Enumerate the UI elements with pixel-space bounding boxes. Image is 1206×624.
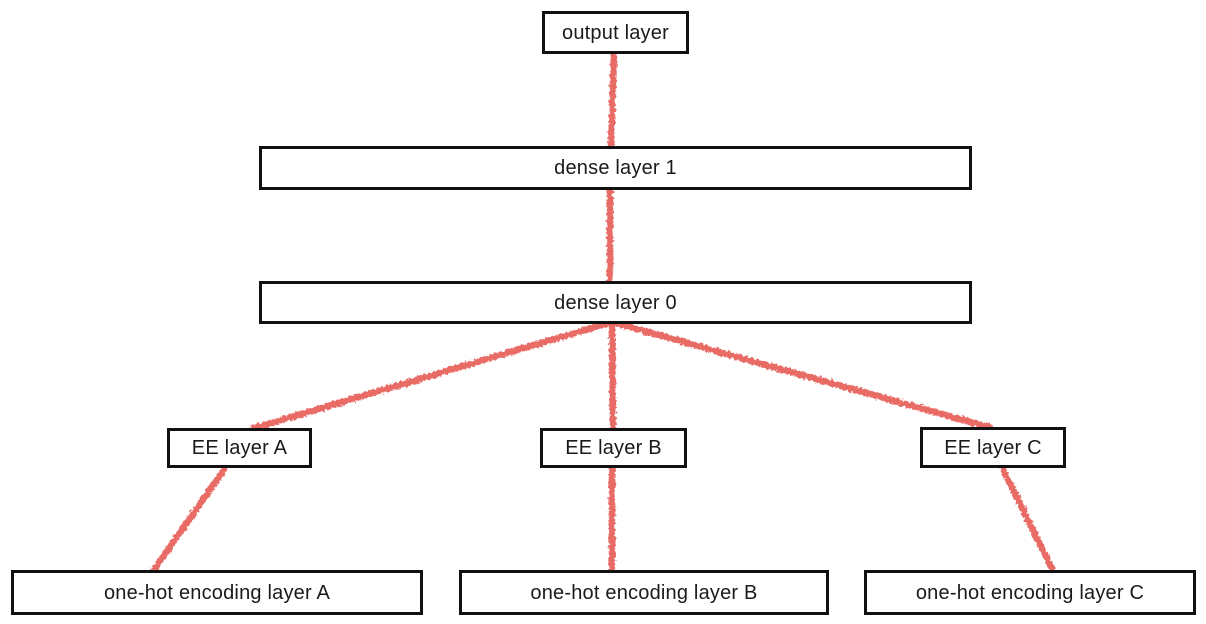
node-label: dense layer 1 xyxy=(554,157,677,179)
edge-dense-layer-0--ee-layer-b xyxy=(608,321,617,430)
edge-dense-layer-0--ee-layer-c xyxy=(611,318,993,432)
edge-dense-layer-0--ee-layer-a xyxy=(250,318,613,433)
node-ee-layer-c: EE layer C xyxy=(920,427,1066,468)
node-one-hot-a: one-hot encoding layer A xyxy=(11,570,423,615)
node-label: EE layer A xyxy=(191,437,288,459)
node-label: one-hot encoding layer A xyxy=(103,581,331,604)
node-ee-layer-b: EE layer B xyxy=(540,428,687,468)
edge-ee-layer-c--one-hot-c xyxy=(999,465,1056,573)
node-ee-layer-a: EE layer A xyxy=(167,428,312,468)
node-label: one-hot encoding layer B xyxy=(530,581,758,604)
node-one-hot-c: one-hot encoding layer C xyxy=(864,570,1196,615)
node-label: EE layer B xyxy=(565,437,662,459)
node-output-layer: output layer xyxy=(542,11,689,54)
edge-output-layer--dense-layer-1 xyxy=(607,53,618,148)
node-label: EE layer C xyxy=(944,436,1042,459)
node-dense-layer-1: dense layer 1 xyxy=(259,146,972,190)
node-label: one-hot encoding layer C xyxy=(915,581,1145,604)
edge-ee-layer-a--one-hot-a xyxy=(150,465,229,573)
node-one-hot-b: one-hot encoding layer B xyxy=(459,570,829,615)
node-dense-layer-0: dense layer 0 xyxy=(259,281,972,324)
node-label: output layer xyxy=(562,21,669,44)
node-label: dense layer 0 xyxy=(554,291,677,314)
